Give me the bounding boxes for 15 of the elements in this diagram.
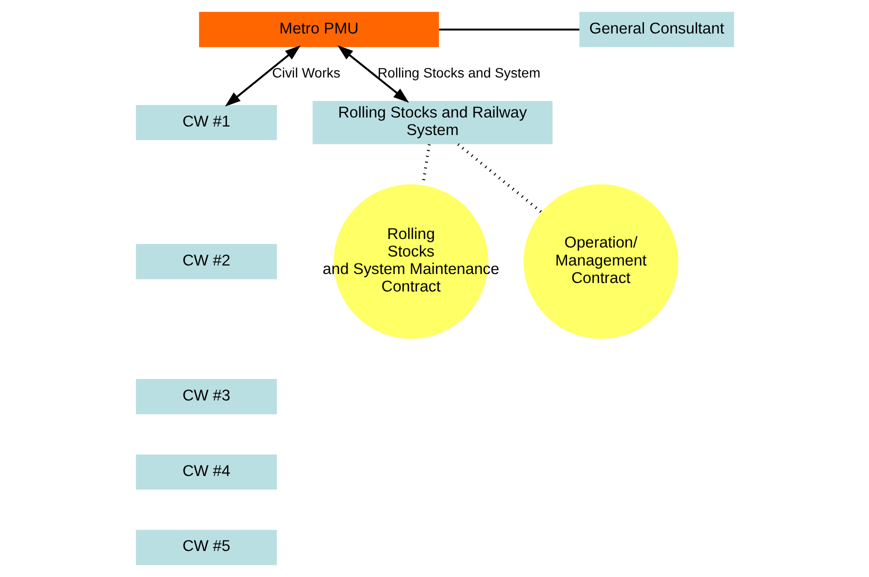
- node-box: Metro PMU: [198, 12, 438, 48]
- node-circle: Operation/ Management Contract: [523, 184, 678, 339]
- edge-label: Civil Works: [272, 66, 340, 81]
- node-box: Rolling Stocks and Railway System: [312, 101, 552, 144]
- arrow: [337, 45, 408, 103]
- node-box: CW #2: [135, 244, 276, 280]
- node-box: General Consultant: [578, 12, 734, 48]
- node-box: CW #3: [135, 379, 276, 414]
- node-box: CW #1: [135, 104, 276, 140]
- connector: [456, 143, 542, 214]
- node-box: CW #5: [135, 530, 276, 566]
- node-box: CW #4: [135, 454, 276, 490]
- edge-label: Rolling Stocks and System: [377, 66, 540, 81]
- arrow: [224, 45, 300, 107]
- connector: [438, 28, 579, 31]
